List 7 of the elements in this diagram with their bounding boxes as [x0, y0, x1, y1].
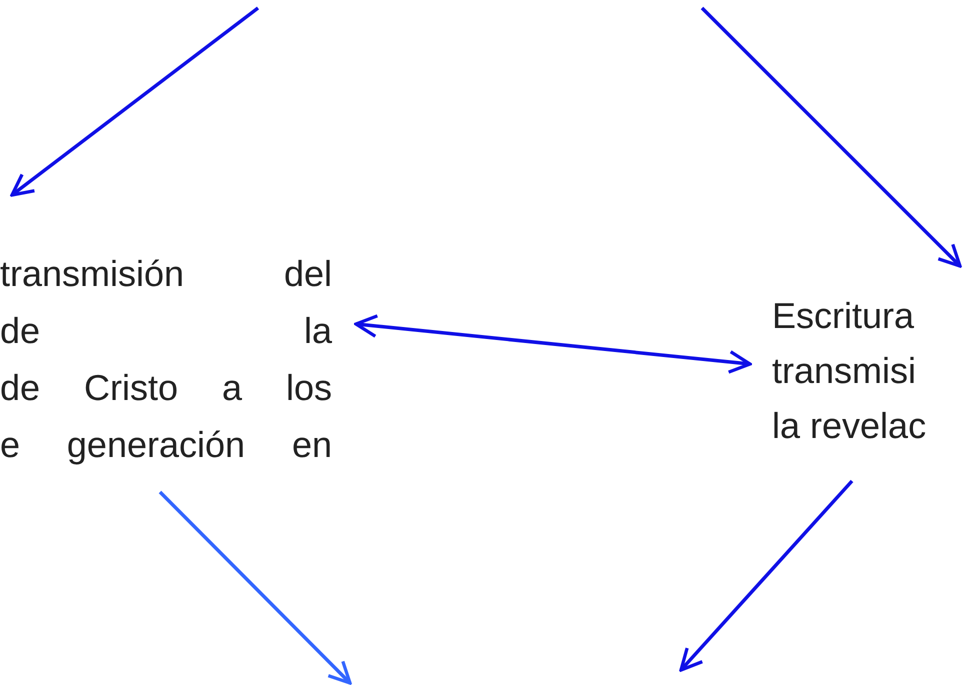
arrow	[158, 490, 352, 685]
arrow	[354, 314, 752, 374]
arrow	[10, 6, 260, 197]
node-text: transmisión del de la de Cristo a los e generación en	[0, 252, 332, 467]
arrow	[679, 480, 854, 672]
arrow	[700, 6, 962, 268]
node-text: Escritura transmisi la revelac	[772, 294, 928, 448]
